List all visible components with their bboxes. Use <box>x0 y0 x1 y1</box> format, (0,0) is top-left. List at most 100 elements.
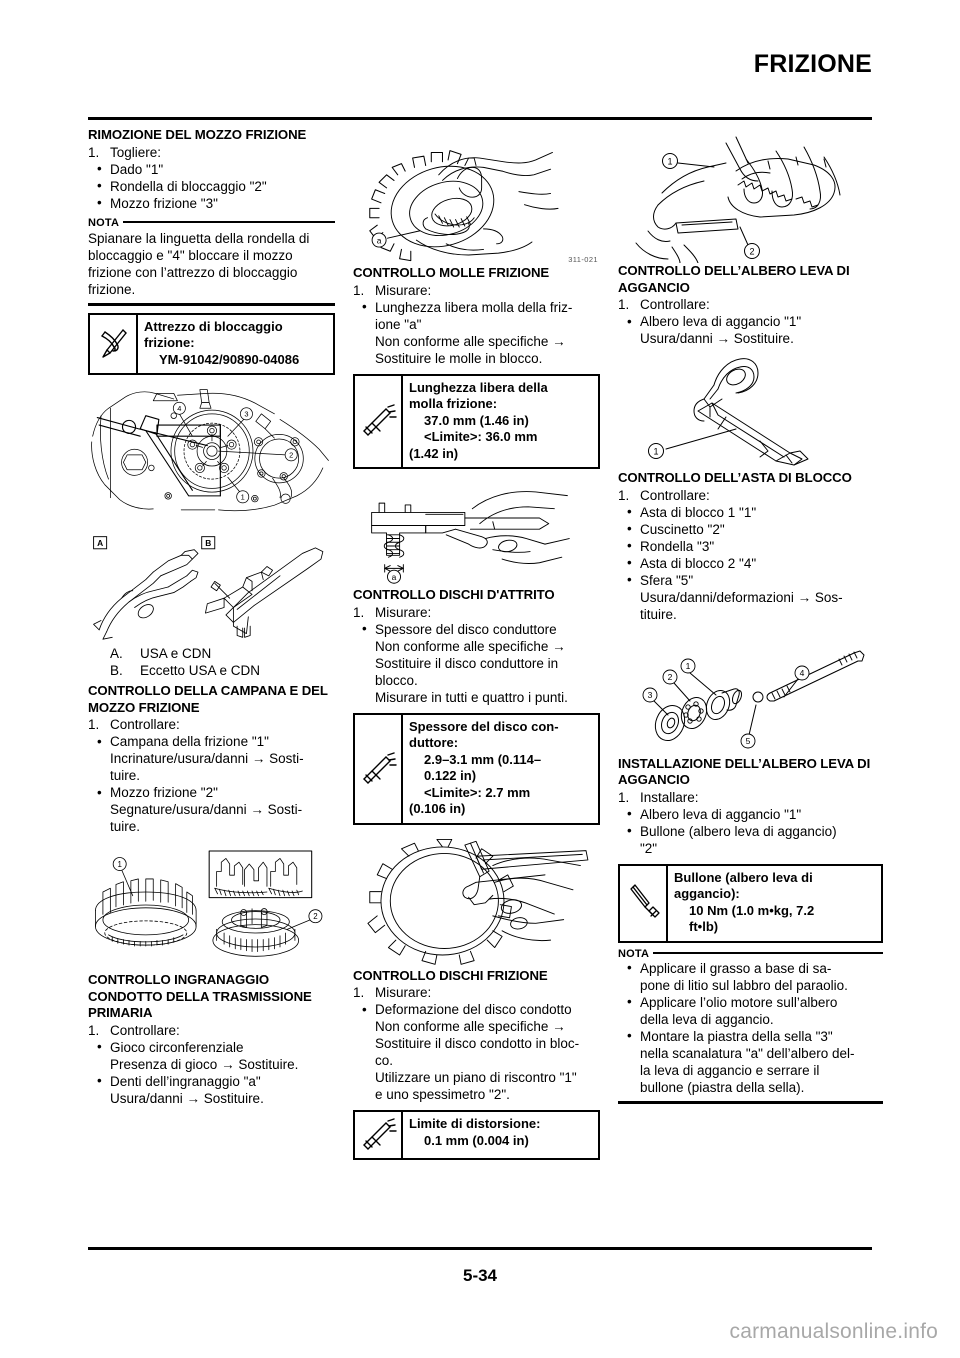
callout-3: 3 <box>244 410 248 419</box>
callout-1: 1 <box>653 447 658 457</box>
spec-text-spessore-disco: Spessore del disco con- duttore: 2.9–3.1… <box>403 715 564 823</box>
callout-3: 3 <box>648 690 653 700</box>
list-item-cont: Segnature/usura/danni → Sosti- <box>110 802 303 817</box>
tool-spec-text: Attrezzo di bloccaggio frizione: YM-9104… <box>138 315 304 374</box>
caliper-icon <box>355 1112 403 1158</box>
callout-1: 1 <box>686 661 691 671</box>
list-item-cont: ione "a" <box>375 316 422 332</box>
list-item-cont: nella scanalatura "a" dell’albero del- <box>640 1045 855 1061</box>
spec-line6: (0.106 in) <box>409 801 466 816</box>
nota-label: NOTA <box>88 216 120 229</box>
footer-divider <box>88 1247 872 1250</box>
spec-line2: aggancio): <box>674 886 740 901</box>
spec-line5: (1.42 in) <box>409 445 459 461</box>
column-left: RIMOZIONE DEL MOZZO FRIZIONE 1. Togliere… <box>88 127 353 1160</box>
list-item-cont: tuire. <box>110 768 141 783</box>
spec-text-limite-distorsione: Limite di distorsione: 0.1 mm (0.004 in) <box>403 1112 545 1158</box>
spec-box-bullone-torque: Bullone (albero leva di aggancio): 10 Nm… <box>618 863 883 943</box>
step-label: Controllare: <box>110 717 180 732</box>
nota-text: Spianare la linguetta della rondella di … <box>88 230 310 297</box>
callout-1: 1 <box>667 157 672 167</box>
header-divider <box>88 117 872 120</box>
list-item-cont: bullone (piastra della sella). <box>640 1079 805 1095</box>
step-number: 1. <box>353 604 365 620</box>
bullet-list-installare: Albero leva di aggancio "1" Bullone (alb… <box>618 805 883 857</box>
spec-text-bullone: Bullone (albero leva di aggancio): 10 Nm… <box>668 866 819 941</box>
friction-plate-measure-figure <box>353 833 600 968</box>
list-item-cont: la leva di aggancio e serrare il <box>640 1062 820 1078</box>
caliper-icon <box>355 714 403 823</box>
step-misurare-molle: 1. Misurare: <box>353 282 600 299</box>
label-B: B <box>205 538 211 548</box>
spec-line3: 2.9–3.1 mm (0.114– <box>424 751 542 767</box>
legend-value-b: Eccetto USA e CDN <box>140 663 261 678</box>
step-misurare-dischi: 1. Misurare: <box>353 984 600 1001</box>
callout-1: 1 <box>117 860 122 869</box>
step-number: 1. <box>353 282 365 298</box>
spec-box-lunghezza-molla: Lunghezza libera della molla frizione: 3… <box>353 373 600 469</box>
list-item-cont: Non conforme alle specifiche → <box>375 1019 566 1034</box>
list-item: Asta di blocco 2 "4" <box>618 554 883 572</box>
section-title-controllo-albero: CONTROLLO DELL’ALBERO LEVA DI AGGANCIO <box>618 263 850 295</box>
step-number: 1. <box>88 717 100 732</box>
section-title-molle-frizione: CONTROLLO MOLLE FRIZIONE <box>353 265 550 280</box>
list-item: Dado "1" <box>88 160 335 178</box>
list-item-cont: Non conforme alle specifiche → <box>375 333 566 349</box>
list-item: Bullone (albero leva di aggancio) <box>618 822 883 840</box>
torque-wrench-icon <box>620 865 668 941</box>
bullet-list-ingranaggio: Gioco circonferenziale Presenza di gioco… <box>88 1038 335 1107</box>
holder-tools-figure: A B <box>88 531 335 643</box>
list-item: Albero leva di aggancio "1" <box>618 805 883 823</box>
spec-line2: molla frizione: <box>409 396 498 411</box>
legend-key-a: A. <box>110 646 123 661</box>
figure-code: 311-021 <box>568 255 598 264</box>
section-title-rimozione-mozzo: RIMOZIONE DEL MOZZO FRIZIONE <box>88 127 307 142</box>
spec-line5: <Limite>: 2.7 mm <box>424 784 531 800</box>
list-item: Rondella "3" <box>618 537 883 555</box>
step-number: 1. <box>353 985 365 1000</box>
spec-line4: 0.122 in) <box>424 768 477 783</box>
column-middle: a 311-021 CONTROLLO MOLLE FRIZIONE 1. Mi… <box>353 127 618 1160</box>
list-item-cont: tuire. <box>110 819 141 834</box>
list-item-cont: Sostituire il disco conduttore in <box>375 655 559 671</box>
nota-rule <box>123 220 335 223</box>
legend-key-b: B. <box>110 663 123 678</box>
spring-measure-figure: a <box>353 477 600 587</box>
spec-box-spessore-disco: Spessore del disco con- duttore: 2.9–3.1… <box>353 712 600 825</box>
list-item-cont: Sostituire le molle in blocco. <box>375 350 543 366</box>
step-number: 1. <box>88 144 100 160</box>
nota-rule <box>653 951 883 954</box>
spec-line2: 0.1 mm (0.004 in) <box>424 1132 529 1148</box>
list-item-cont: tituire. <box>640 606 677 622</box>
list-item-cont: Presenza di gioco → Sostituire. <box>110 1056 299 1072</box>
list-item-cont: Sostituire il disco condotto in bloc- <box>375 1036 580 1051</box>
callout-2: 2 <box>289 451 293 460</box>
step-number: 1. <box>618 487 630 503</box>
list-item-cont: Incrinature/usura/danni → Sosti- <box>110 751 304 766</box>
nota-block-bloccaggio: NOTA Spianare la linguetta della rondell… <box>88 217 335 306</box>
list-item-cont: della leva di aggancio. <box>640 1011 774 1027</box>
column-right: 1 2 CONTROLLO DELL’ALBERO LEVA DI AGGANC… <box>618 127 883 1160</box>
list-item: Deformazione del disco condotto <box>353 1001 600 1018</box>
list-item: Campana della frizione "1" <box>88 733 335 750</box>
clutch-holder-tool-icon <box>90 314 138 373</box>
callout-2: 2 <box>749 247 754 257</box>
legend-value-a: USA e CDN <box>140 646 212 661</box>
step-number: 1. <box>88 1022 100 1038</box>
content-columns: RIMOZIONE DEL MOZZO FRIZIONE 1. Togliere… <box>88 127 883 1160</box>
list-item: Rondella di bloccaggio "2" <box>88 177 335 195</box>
spec-box-limite-distorsione: Limite di distorsione: 0.1 mm (0.004 in) <box>353 1110 600 1160</box>
spec-line1: Spessore del disco con- <box>409 718 559 734</box>
bullet-list-attrito: Spessore del disco conduttore Non confor… <box>353 620 600 706</box>
nota-block-installazione: NOTA Applicare il grasso a base di sa- p… <box>618 948 883 1104</box>
list-item-cont: Utilizzare un piano di riscontro "1" <box>375 1070 577 1085</box>
list-item-cont: Misurare in tutti e quattro i punti. <box>375 689 568 705</box>
step-controllare-campana: 1. Controllare: <box>88 716 335 733</box>
step-controllare-asta: 1. Controllare: <box>618 487 883 504</box>
step-controllare-albero: 1. Controllare: <box>618 296 883 313</box>
page-number: 5-34 <box>462 1266 498 1285</box>
list-item-cont: Usura/danni → Sostituire. <box>640 331 794 346</box>
watermark: carmanualsonline.info <box>729 1320 938 1343</box>
legend-row-b: B. Eccetto USA e CDN <box>88 662 335 679</box>
spec-line2: duttore: <box>409 735 459 750</box>
